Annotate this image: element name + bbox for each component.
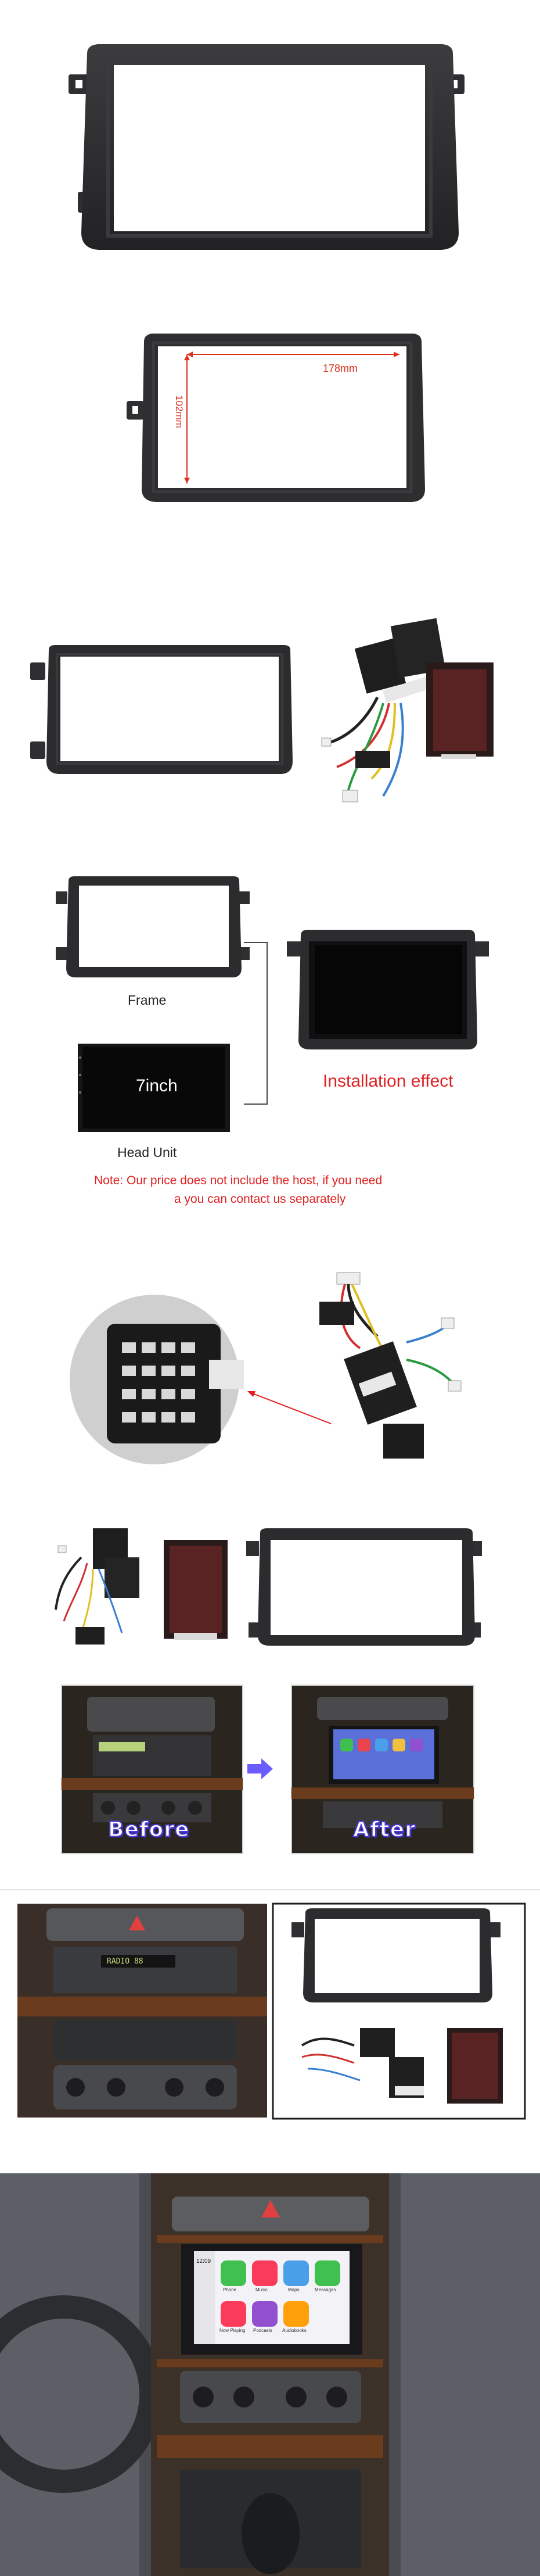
installation-diagram: Frame 7inch Head Unit Installation effec…: [0, 866, 540, 1226]
price-note-line1: Note: Our price does not include the hos…: [94, 1174, 383, 1187]
dashboard-and-kit-photo: RADIO 88: [0, 1883, 540, 2138]
harness-detail-drawing: [70, 1272, 462, 1464]
after-badge: After: [352, 1817, 416, 1842]
kit-contents-drawing-2: [55, 1528, 482, 1646]
installation-diagram-drawing: [56, 876, 489, 1132]
kit-contents-photo-2: [0, 1511, 540, 1662]
installed-carplay-photo: 12:09 Phone Music Maps Messages Now Play…: [0, 2173, 540, 2576]
app-label-phone: Phone: [223, 2287, 237, 2292]
price-note-line2: a you can contact us separately: [174, 1192, 346, 1206]
width-dimension-label: 178mm: [323, 363, 358, 374]
frame-drawing: [69, 44, 465, 250]
screen-size-label: 7inch: [136, 1076, 178, 1095]
frame-dimensions-photo: 178mm 102mm: [0, 273, 540, 529]
before-after-drawing: [61, 1685, 474, 1854]
installation-effect-label: Installation effect: [323, 1072, 453, 1091]
carplay-clock: 12:09: [196, 2258, 211, 2265]
dashboard-and-kit-drawing: [0, 1889, 540, 2120]
harness-detail-photo: [0, 1249, 540, 1493]
kit-contents-drawing: [30, 618, 494, 802]
frame-label: Frame: [128, 993, 167, 1008]
app-label-podcasts: Podcasts: [253, 2328, 272, 2333]
kit-contents-photo: [0, 604, 540, 837]
height-dimension-label: 102mm: [174, 395, 185, 428]
frame-product-photo: [0, 0, 540, 273]
app-label-messages: Messages: [315, 2287, 336, 2292]
frame-dimension-drawing: [127, 334, 425, 502]
before-after-comparison: Before After: [0, 1679, 540, 1865]
app-label-maps: Maps: [288, 2287, 300, 2292]
app-label-music: Music: [255, 2287, 268, 2292]
app-label-audiobooks: Audiobooks: [282, 2328, 307, 2333]
before-badge: Before: [107, 1817, 190, 1842]
app-label-now-playing: Now Playing: [219, 2328, 246, 2333]
head-unit-label: Head Unit: [117, 1145, 177, 1160]
installed-carplay-drawing: [0, 2173, 540, 2576]
radio-display-text: RADIO 88: [107, 1957, 143, 1966]
